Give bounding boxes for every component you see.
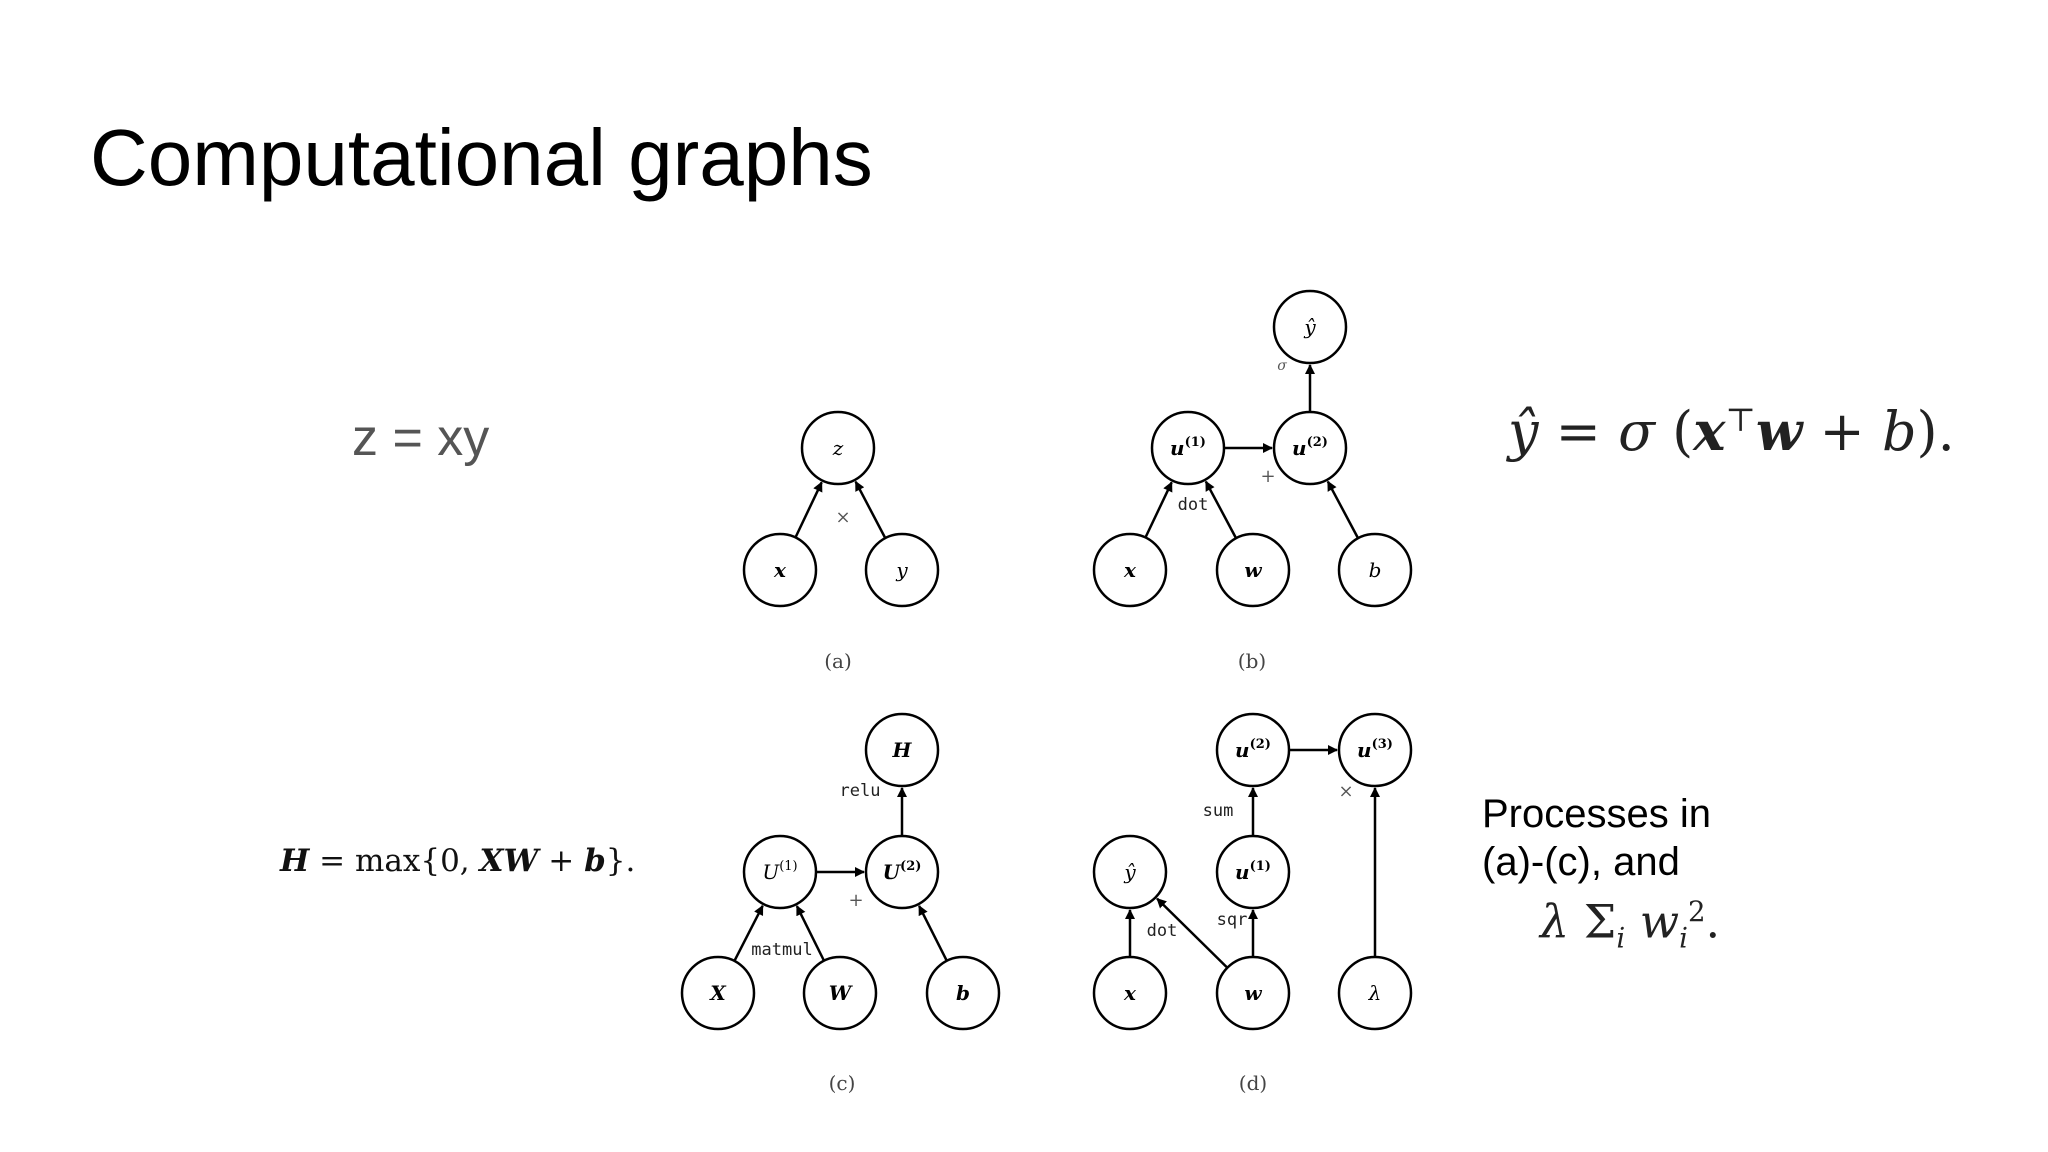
note-line-1: Processes in bbox=[1482, 792, 1711, 836]
op-relu: relu bbox=[840, 781, 881, 801]
op-matmul: matmul bbox=[751, 940, 812, 960]
caption-c: (c) bbox=[829, 1071, 856, 1095]
equation-d: λ Σi wi2. bbox=[1540, 894, 1721, 955]
node-X bbox=[680, 955, 756, 1031]
node-x-label: x bbox=[1123, 981, 1137, 1005]
edge-y-to-z bbox=[854, 480, 887, 539]
slide-title: Computational graphs bbox=[90, 113, 873, 202]
node-u3-label: u(3) bbox=[1357, 737, 1393, 762]
note-text: Processes in (a)-(c), and bbox=[1482, 790, 1711, 886]
node-yhat-label: ŷ bbox=[1123, 860, 1136, 884]
node-x bbox=[1092, 955, 1168, 1031]
node-u1-label: u(1) bbox=[1170, 435, 1206, 460]
caption-a: (a) bbox=[824, 649, 852, 673]
edge-b-to-u2 bbox=[1326, 480, 1360, 539]
graph-b: ŷ u(1) u(2) x w b dot + σ (b) bbox=[1092, 289, 1413, 673]
node-u3 bbox=[1337, 712, 1413, 788]
node-W-label: W bbox=[829, 981, 854, 1005]
equation-c: H = max{0, XW + b}. bbox=[280, 843, 636, 879]
node-y-label: y bbox=[895, 558, 908, 582]
edge-w-to-u1 bbox=[1204, 480, 1238, 539]
equation-b: ŷ = σ (x⊤w + b). bbox=[1508, 399, 1955, 463]
node-lambda bbox=[1337, 955, 1413, 1031]
caption-d: (d) bbox=[1239, 1071, 1267, 1095]
node-U2-label: U(2) bbox=[883, 859, 922, 884]
op-sigma: σ bbox=[1277, 358, 1287, 374]
node-z bbox=[800, 410, 876, 486]
node-X-label: X bbox=[708, 981, 727, 1005]
op-dot: dot bbox=[1147, 921, 1178, 941]
node-x bbox=[1092, 532, 1168, 608]
node-yhat bbox=[1092, 834, 1168, 910]
node-b-label: b bbox=[956, 981, 970, 1005]
edge-x-to-u1 bbox=[1144, 481, 1173, 539]
node-x-label: x bbox=[1123, 558, 1137, 582]
op-times: × bbox=[835, 507, 850, 528]
node-b-label: b bbox=[1369, 558, 1382, 582]
node-b bbox=[925, 955, 1001, 1031]
node-lambda-label: λ bbox=[1368, 981, 1382, 1005]
node-w-label: w bbox=[1244, 981, 1262, 1005]
node-yhat bbox=[1272, 289, 1348, 365]
node-w bbox=[1215, 955, 1291, 1031]
node-u1 bbox=[1150, 410, 1226, 486]
op-plus: + bbox=[1260, 466, 1275, 487]
node-u2-label: u(2) bbox=[1235, 737, 1271, 762]
equation-a: z = xy bbox=[352, 409, 490, 467]
edge-b-to-U2 bbox=[917, 905, 948, 962]
caption-b: (b) bbox=[1238, 649, 1266, 673]
node-w-label: w bbox=[1244, 558, 1262, 582]
node-u1 bbox=[1215, 834, 1291, 910]
edge-x-to-z bbox=[794, 481, 823, 539]
node-U2 bbox=[864, 834, 940, 910]
node-x bbox=[742, 532, 818, 608]
node-y bbox=[864, 532, 940, 608]
edge-w-to-yhat bbox=[1156, 897, 1229, 969]
note-line-2: (a)-(c), and bbox=[1482, 840, 1680, 884]
node-b bbox=[1337, 532, 1413, 608]
node-H-label: H bbox=[892, 738, 913, 762]
node-u1-label: u(1) bbox=[1235, 859, 1271, 884]
node-yhat-label: ŷ bbox=[1303, 315, 1316, 339]
op-plus: + bbox=[848, 890, 863, 911]
op-sqr: sqr bbox=[1217, 910, 1248, 930]
node-w bbox=[1215, 532, 1291, 608]
node-U1 bbox=[742, 834, 818, 910]
node-U1-label: U(1) bbox=[762, 859, 797, 884]
node-W bbox=[802, 955, 878, 1031]
op-times: × bbox=[1338, 781, 1353, 802]
node-u2 bbox=[1215, 712, 1291, 788]
graph-d: u(2) u(3) ŷ u(1) x w λ sum sqr dot × (d) bbox=[1092, 712, 1413, 1095]
edge-X-to-U1 bbox=[733, 904, 764, 962]
node-u2-label: u(2) bbox=[1292, 435, 1328, 460]
op-sum: sum bbox=[1203, 801, 1234, 821]
edge-W-to-U1 bbox=[795, 905, 826, 962]
node-H bbox=[864, 712, 940, 788]
node-u2 bbox=[1272, 410, 1348, 486]
op-dot: dot bbox=[1178, 495, 1209, 515]
node-z-label: z bbox=[832, 436, 844, 460]
graph-a: z x y × (a) bbox=[742, 410, 940, 673]
node-x-label: x bbox=[773, 558, 787, 582]
